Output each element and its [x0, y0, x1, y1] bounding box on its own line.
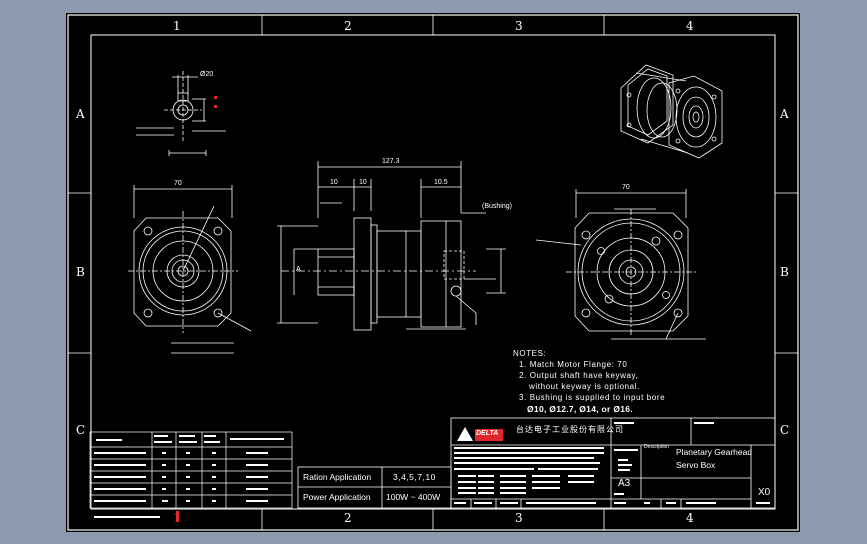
power-value: 100W ~ 400W: [386, 492, 441, 502]
zone-col-2-bottom: 2: [344, 511, 352, 525]
shaft-end-view: [136, 71, 226, 156]
title-block: [450, 417, 776, 509]
zone-col-1-bottom: 1: [173, 511, 181, 525]
notes-heading: NOTES:: [513, 349, 547, 358]
zone-ticks: [68, 15, 798, 530]
side-view: [277, 161, 506, 331]
ratio-label: Ration Application: [303, 472, 372, 482]
isometric-view: [620, 64, 723, 159]
zone-row-b-right: B: [780, 265, 789, 279]
notes-item-3: 3. Bushing is supplied to input bore: [519, 393, 666, 402]
zone-row-a-right: A: [780, 107, 789, 121]
zone-row-c-left: C: [76, 423, 86, 437]
description-line-1: Planetary Gearhead: [676, 447, 753, 457]
dim-side-mid: 10: [359, 179, 367, 186]
model-table: [89, 431, 293, 509]
zone-col-3-top: 3: [515, 19, 523, 33]
dim-overall-length: 127.3: [382, 158, 400, 165]
sheet-size: A3: [618, 478, 631, 489]
zone-row-b-left: B: [76, 265, 85, 279]
delta-logo-text: DELTA: [476, 430, 499, 437]
ratio-value: 3,4,5,7,10: [393, 472, 436, 482]
dim-front-width: 70: [174, 180, 182, 187]
description-line-2: Servo Box: [676, 460, 716, 470]
zone-col-1-top: 1: [173, 19, 181, 33]
dim-top-label: Ø20: [200, 71, 214, 78]
technical-drawing: [67, 14, 799, 531]
notes-item-2b: without keyway is optional.: [529, 382, 640, 391]
zone-row-a-left: A: [76, 107, 85, 121]
red-markers: [176, 96, 217, 522]
table-scribbles: [94, 435, 284, 518]
zone-row-c-right: C: [780, 423, 790, 437]
dim-bushing: (Bushing): [482, 203, 512, 210]
revision: X0: [758, 487, 771, 498]
dim-right-width: 70: [622, 184, 630, 191]
power-label: Power Application: [303, 492, 371, 502]
dim-side-left: 10: [330, 179, 338, 186]
title-block-scribbles: [454, 422, 770, 504]
dim-depth-label: A: [296, 266, 301, 273]
dim-side-right: 10.5: [434, 179, 448, 186]
delta-logo-icon: [457, 427, 503, 441]
input-flange-view: [535, 189, 706, 340]
drawing-sheet: 1 2 3 4 1 2 3 4 A B C A B C 127.3 10 10 …: [66, 13, 800, 532]
notes-item-2: 2. Output shaft have keyway,: [519, 371, 639, 380]
description-label: Description: [644, 444, 670, 450]
company-name: 台达电子工业股份有限公司: [516, 425, 624, 434]
zone-col-2-top: 2: [344, 19, 352, 33]
front-view: [128, 185, 252, 354]
zone-col-4-top: 4: [686, 19, 694, 33]
zone-col-3-bottom: 3: [515, 511, 523, 525]
notes-item-1: 1. Match Motor Flange: 70: [519, 360, 628, 369]
zone-col-4-bottom: 4: [686, 511, 694, 525]
notes-bores: Ø10, Ø12.7, Ø14, or Ø16.: [527, 404, 633, 414]
